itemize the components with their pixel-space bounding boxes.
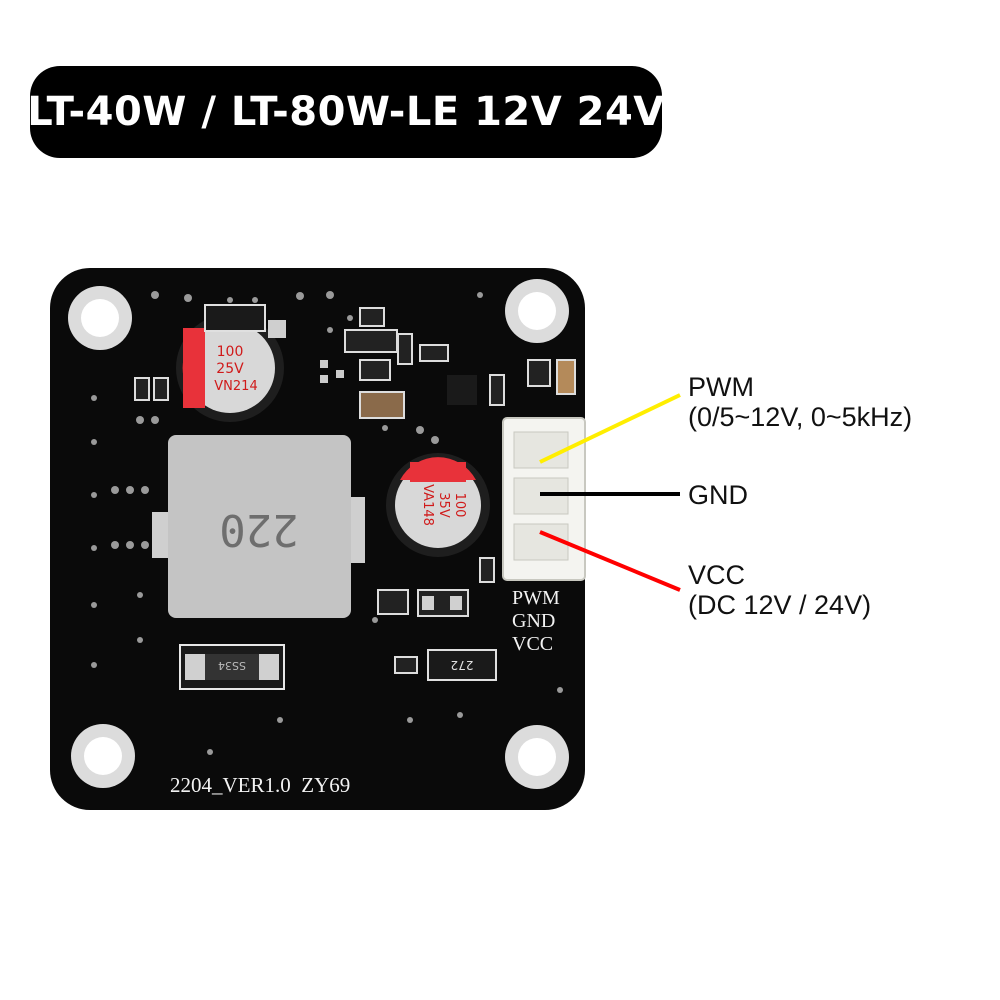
pwm-detail: (0/5~12V, 0~5kHz) (688, 402, 913, 432)
svg-text:25V: 25V (216, 361, 244, 377)
pwm-callout-line (539, 393, 681, 464)
inductor-marking: 220 (219, 504, 298, 555)
svg-text:100: 100 (217, 344, 244, 360)
vcc-detail: (DC 12V / 24V) (688, 590, 872, 620)
gnd-label: GND (688, 480, 748, 510)
vcc-label: VCC (688, 560, 746, 590)
mounting-holes (68, 279, 569, 789)
vias (91, 291, 563, 755)
pwm-label: PWM (688, 372, 754, 402)
svg-text:35V: 35V (436, 492, 451, 518)
capacitor-2: 100 35V VA148 (386, 453, 490, 557)
capacitor-1: 100 25V VN214 (176, 314, 284, 422)
svg-text:VN214: VN214 (214, 379, 257, 394)
resistor-marking: 272 (451, 658, 474, 672)
vcc-callout-line (539, 530, 681, 592)
title-banner: LT-40W / LT-80W-LE 12V 24V (27, 66, 665, 158)
diode: SS34 (179, 644, 285, 690)
title-text: LT-40W / LT-80W-LE 12V 24V (27, 89, 665, 135)
pcb-label-gnd: GND (512, 610, 555, 632)
smd-components: 272 (134, 304, 576, 681)
pcb-version-label: 2204_VER1.0 ZY69 (170, 773, 350, 797)
inductor: 220 (152, 435, 365, 618)
pcb-label-pwm: PWM (512, 587, 560, 609)
svg-text:100: 100 (452, 493, 467, 518)
svg-text:VA148: VA148 (420, 484, 435, 526)
diode-marking: SS34 (218, 659, 246, 672)
jst-connector (502, 417, 586, 581)
pwm-callout: PWM (0/5~12V, 0~5kHz) (688, 372, 912, 432)
pcb-label-vcc: VCC (512, 633, 553, 655)
gnd-callout: GND (688, 480, 748, 510)
vcc-callout: VCC (DC 12V / 24V) (688, 560, 871, 620)
